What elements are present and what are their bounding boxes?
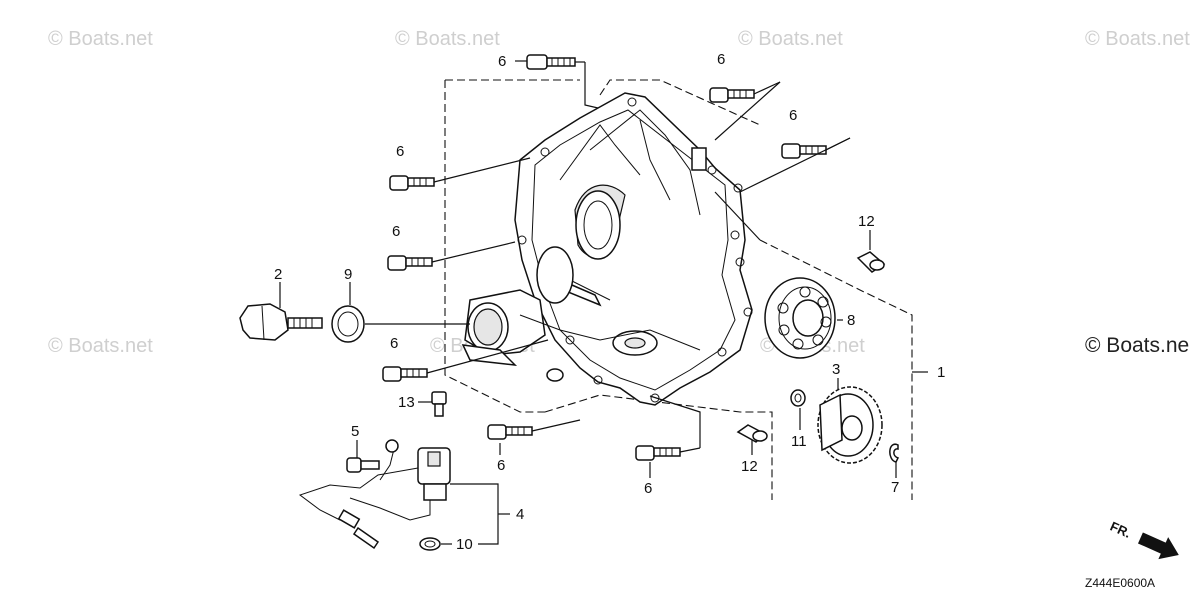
dowel-pin: [856, 251, 886, 273]
bolt: [781, 143, 827, 159]
bolt: [389, 175, 435, 191]
o-ring: [331, 305, 365, 343]
circlip: [889, 443, 900, 463]
bolt: [387, 255, 433, 271]
oil-filler-cap: [239, 303, 323, 341]
callout-label: 6: [644, 480, 652, 497]
bolt: [487, 424, 533, 440]
watermark: © Boats.net: [738, 28, 843, 50]
callout-label: 11: [791, 433, 807, 450]
front-direction-arrow: FR.: [1108, 519, 1179, 560]
case-assembly: [461, 92, 753, 406]
leader-lines: [279, 60, 928, 545]
washer: [790, 389, 806, 407]
bolt: [526, 54, 576, 70]
callout-label: 6: [789, 107, 797, 124]
watermark: © Boats.net: [48, 28, 153, 50]
callout-label: 5: [351, 423, 359, 440]
callout-label: 10: [456, 536, 473, 553]
callout-label: 2: [274, 266, 282, 283]
callout-label: 9: [344, 266, 352, 283]
dowel-pin: [736, 424, 768, 443]
bolt: [635, 445, 681, 461]
watermark: © Boats.net: [1085, 28, 1190, 50]
callout-label: 13: [398, 394, 415, 411]
direction-label: FR.: [1108, 519, 1133, 541]
bolt: [382, 366, 428, 382]
sensor-bolt: [346, 457, 380, 473]
oil-sensor: [298, 439, 451, 550]
watermark: © Boats.ne: [1085, 334, 1189, 357]
callout-label: 12: [741, 458, 758, 475]
diagram-code: Z444E0600A: [1085, 576, 1155, 590]
callout-label: 3: [832, 361, 840, 378]
bearing: [764, 277, 836, 359]
callout-label: 6: [497, 457, 505, 474]
arrow-icon: [1137, 532, 1179, 560]
callout-label: 6: [717, 51, 725, 68]
callout-label: 6: [390, 335, 398, 352]
callout-label: 7: [891, 479, 899, 496]
callout-label: 4: [516, 506, 524, 523]
callout-label: 6: [392, 223, 400, 240]
watermark: © Boats.net: [395, 28, 500, 50]
callout-label: 8: [847, 312, 855, 329]
callout-label: 6: [396, 143, 404, 160]
sealing-washer: [419, 537, 441, 551]
gear: [817, 386, 883, 464]
bolt: [709, 87, 755, 103]
callout-label: 6: [498, 53, 506, 70]
callout-label: 12: [858, 213, 875, 230]
callout-labels: 1 2 3 4 5 6 6 6 6 6 6 6 6 7 8 9 10 11 12…: [274, 51, 945, 553]
watermark: © Boats.net: [48, 335, 153, 357]
callout-label: 1: [937, 364, 945, 381]
bolt-group: [382, 54, 827, 461]
flange-bolt: [431, 391, 447, 417]
assembly-outline: [444, 79, 913, 500]
